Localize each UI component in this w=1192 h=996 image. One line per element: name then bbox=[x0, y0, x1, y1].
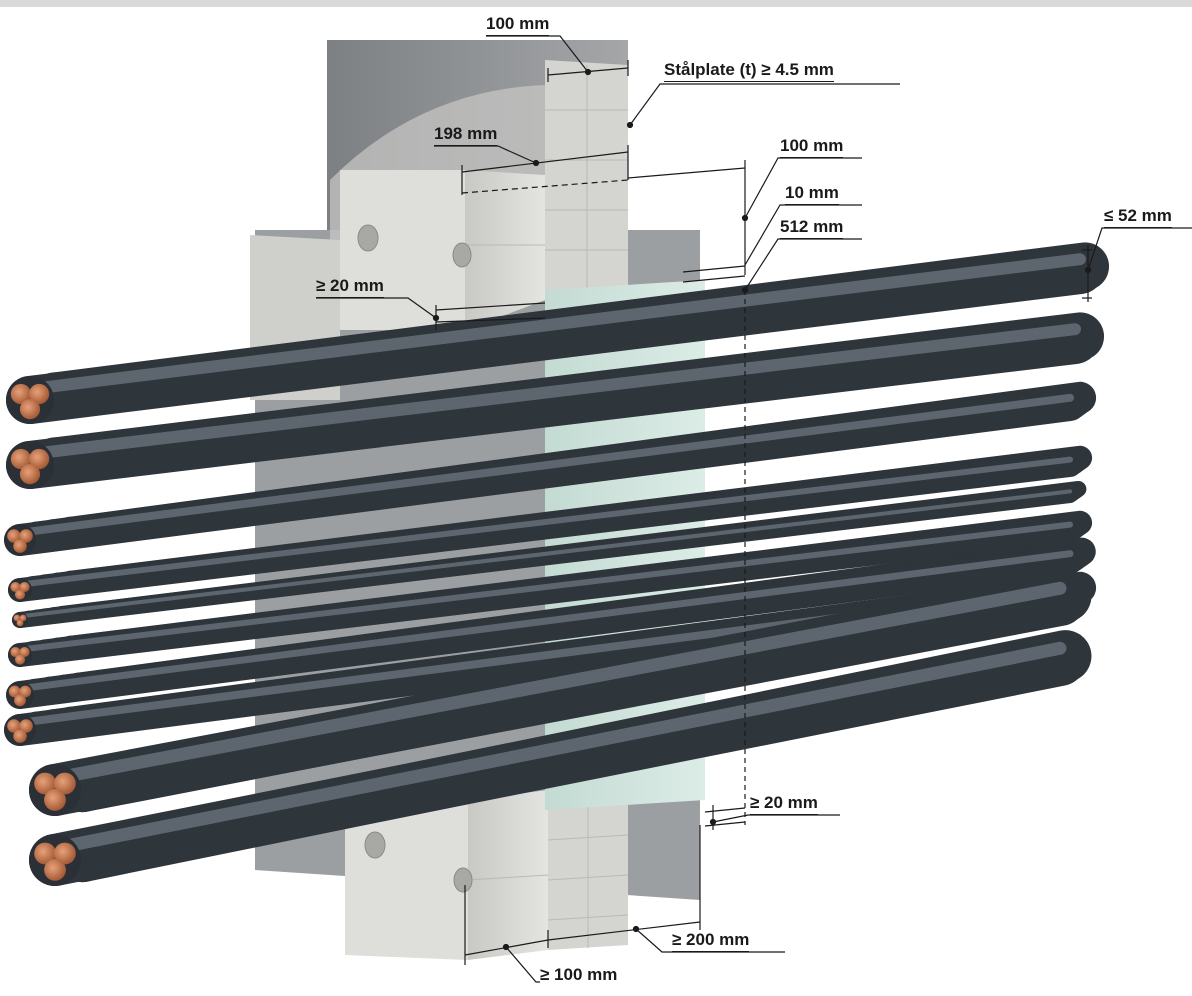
cable bbox=[6, 546, 1084, 709]
label-steel-plate: Stålplate (t) ≥ 4.5 mm bbox=[664, 60, 834, 82]
wool-block-upper-front bbox=[340, 170, 465, 330]
wool-block-upper-side bbox=[465, 170, 545, 330]
cable bbox=[8, 518, 1082, 667]
copper-core bbox=[14, 589, 26, 600]
copper-core bbox=[29, 383, 50, 405]
cable-bundle bbox=[4, 242, 1110, 886]
cable bbox=[4, 389, 1086, 556]
copper-core bbox=[8, 685, 21, 698]
cable bbox=[29, 634, 1086, 886]
copper-core bbox=[7, 529, 21, 543]
copper-core bbox=[10, 383, 31, 405]
label-depth-top: 100 mm bbox=[486, 14, 550, 36]
cable-highlight bbox=[24, 253, 1086, 396]
dimension-lines bbox=[316, 35, 1192, 983]
wool-block-lower-side bbox=[468, 790, 548, 960]
cable bbox=[6, 246, 1104, 424]
label-cable-diameter: ≤ 52 mm bbox=[1104, 206, 1172, 228]
copper-core bbox=[44, 788, 66, 811]
copper-core bbox=[10, 581, 21, 593]
copper-core bbox=[14, 654, 26, 665]
copper-core bbox=[19, 399, 41, 420]
cable bbox=[29, 574, 1086, 816]
copper-core bbox=[29, 448, 50, 470]
cable bbox=[12, 487, 1078, 628]
cable-highlight bbox=[24, 323, 1081, 461]
copper-core bbox=[19, 719, 33, 733]
copper-core bbox=[34, 842, 57, 865]
copper-core bbox=[53, 772, 76, 795]
wool-texture-lines bbox=[467, 65, 629, 948]
cable-highlight bbox=[16, 393, 1074, 537]
copper-core bbox=[10, 646, 21, 658]
cable bbox=[8, 453, 1082, 602]
copper-core bbox=[19, 581, 30, 593]
copper-core bbox=[13, 729, 27, 743]
copper-core bbox=[14, 694, 26, 707]
copper-core bbox=[19, 614, 27, 622]
cable-highlight bbox=[17, 456, 1073, 588]
copper-core bbox=[44, 858, 66, 881]
copper-core bbox=[19, 529, 33, 543]
label-top-clearance: ≥ 20 mm bbox=[316, 276, 384, 298]
label-block-width: ≥ 100 mm bbox=[540, 965, 618, 984]
label-block-depth: 198 mm bbox=[434, 124, 498, 146]
copper-core bbox=[19, 646, 30, 658]
label-bottom-clearance: ≥ 20 mm bbox=[750, 793, 818, 815]
copper-core bbox=[19, 464, 41, 485]
copper-core bbox=[13, 614, 21, 622]
copper-core bbox=[10, 448, 31, 470]
cable-highlight bbox=[18, 489, 1072, 619]
label-upper-gap: 100 mm bbox=[780, 136, 844, 158]
copper-core bbox=[16, 619, 24, 627]
label-small-gap: 10 mm bbox=[785, 183, 839, 205]
cable-highlight bbox=[48, 641, 1067, 855]
cable bbox=[6, 316, 1099, 489]
copper-core bbox=[53, 842, 76, 865]
bolt-heads bbox=[357, 224, 473, 893]
label-lower-depth: ≥ 200 mm bbox=[672, 930, 750, 952]
top-border bbox=[0, 0, 1192, 7]
label-opening-height: 512 mm bbox=[780, 217, 844, 239]
copper-core bbox=[7, 719, 21, 733]
cable-highlight bbox=[16, 550, 1074, 693]
copper-core bbox=[34, 772, 57, 795]
copper-core bbox=[13, 539, 27, 553]
copper-core bbox=[19, 685, 32, 698]
cable-highlight bbox=[17, 521, 1073, 653]
cable-highlight bbox=[48, 581, 1067, 785]
